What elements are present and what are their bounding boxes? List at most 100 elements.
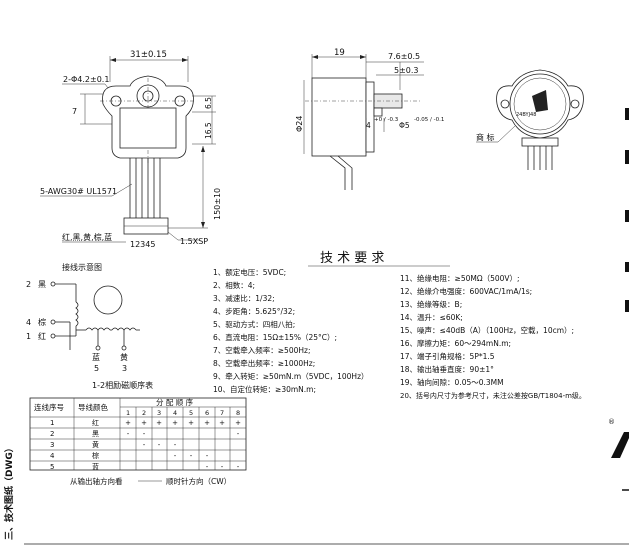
spec-item: 13、绝缘等级：B; bbox=[400, 299, 462, 309]
table-row-no: 1 bbox=[50, 419, 54, 427]
sequence-caption: 1-2相励磁顺序表 bbox=[92, 380, 153, 390]
label-view: 24BYJ48 商 标 bbox=[476, 69, 584, 170]
edge-glyph bbox=[625, 300, 629, 312]
step-headers: 1 2 3 4 5 6 7 8 bbox=[126, 409, 240, 417]
pin-num-2: 1 bbox=[26, 332, 31, 341]
spec-item: 20、括号内尺寸为参考尺寸，未注公差按GB/T1804-m级。 bbox=[400, 391, 586, 400]
sticker-model: 24BYJ48 bbox=[516, 112, 536, 118]
pin-numbers: 12345 bbox=[130, 240, 155, 249]
pin-num-0: 2 bbox=[26, 280, 31, 289]
col-color-header: 导线颜色 bbox=[78, 402, 108, 412]
table-cell: - bbox=[127, 430, 130, 438]
bottom-name-1: 黄 bbox=[120, 352, 128, 362]
dim-left: 7 bbox=[72, 107, 77, 116]
table-cell: - bbox=[190, 452, 193, 460]
spec-item: 5、驱动方式：四相八拍; bbox=[213, 319, 295, 329]
spec-item: 10、自定位转矩：≥30mN.m; bbox=[213, 384, 316, 394]
spec-item: 8、空载牵出频率：≥1000Hz; bbox=[213, 358, 315, 368]
spec-item: 6、直流电阻：15Ω±15%（25°C）; bbox=[213, 332, 337, 342]
pin-name-2: 红 bbox=[38, 331, 46, 341]
edge-glyph bbox=[625, 108, 629, 120]
table-row-color: 黑 bbox=[92, 430, 99, 438]
table-cell: + bbox=[125, 419, 131, 427]
dim-length: 150±10 bbox=[213, 188, 222, 220]
table-cell: + bbox=[219, 419, 225, 427]
specs-left: 1、额定电压：5VDC; 2、相数：4; 3、减速比：1/32; 4、步距角：5… bbox=[213, 267, 369, 394]
edge-glyph bbox=[625, 150, 629, 164]
dim-dia: Φ24 bbox=[295, 116, 304, 132]
step-header: 7 bbox=[220, 409, 224, 417]
col-wire-header: 连线序号 bbox=[34, 402, 64, 412]
table-cell: - bbox=[237, 463, 240, 471]
pin-name-0: 黑 bbox=[38, 280, 46, 289]
table-row-color: 黄 bbox=[92, 440, 99, 449]
table-row-no: 2 bbox=[50, 430, 54, 438]
dim-width: 31±0.15 bbox=[130, 50, 167, 60]
table-cell: - bbox=[143, 441, 146, 449]
table-cell: + bbox=[156, 419, 162, 427]
table-footer-right: 顺时针方向（CW） bbox=[166, 476, 231, 486]
dim-holes: 2-Φ4.2±0.1 bbox=[63, 75, 109, 84]
table-row-color: 棕 bbox=[92, 451, 99, 460]
specs-right: 11、绝缘电阻：≥50MΩ（500V）; 12、绝缘介电强度：600VAC/1m… bbox=[400, 273, 586, 400]
spec-item: 9、牵入转矩：≥50mN.m（5VDC，100Hz） bbox=[213, 371, 369, 381]
dim-shaft-tol: +0 / -0.3 bbox=[374, 117, 399, 123]
table-row-no: 4 bbox=[50, 452, 55, 460]
spec-item: 7、空载牵入频率：≥500Hz; bbox=[213, 345, 310, 355]
spec-item: 19、轴向间隙：0.05～0.3MM bbox=[400, 377, 504, 387]
dim-top: 19 bbox=[334, 48, 345, 58]
bottom-name-0: 蓝 bbox=[92, 352, 100, 362]
spec-item: 2、相数：4; bbox=[213, 280, 255, 290]
spec-item: 11、绝缘电阻：≥50MΩ（500V）; bbox=[400, 273, 520, 283]
table-cell: - bbox=[221, 463, 224, 471]
table-cell: + bbox=[188, 419, 194, 427]
table-row-color: 红 bbox=[92, 418, 99, 427]
table-cell: - bbox=[143, 430, 146, 438]
wire-colors: 红,黑,黄,棕,蓝 bbox=[62, 232, 112, 242]
step-header: 3 bbox=[157, 409, 161, 417]
table-cell: - bbox=[174, 441, 177, 449]
table-cell: + bbox=[235, 419, 241, 427]
table-cell: - bbox=[206, 452, 209, 460]
motor-rotor-icon bbox=[93, 285, 123, 315]
step-header: 4 bbox=[173, 409, 177, 417]
step-header: 6 bbox=[205, 409, 209, 417]
spec-title: 技 术 要 求 bbox=[320, 251, 384, 266]
side-title: 三、技术图纸（DWG） bbox=[3, 443, 15, 540]
wire-spec: 5-AWG30# UL1571 bbox=[40, 187, 117, 196]
table-cell: + bbox=[141, 419, 147, 427]
table-footer-left: 从输出轴方向看 bbox=[70, 476, 123, 486]
spec-item: 3、减速比：1/32; bbox=[213, 293, 275, 303]
spec-item: 14、温升：≤60K; bbox=[400, 313, 463, 322]
side-view: 19 7.6±0.5 5±0.3 Φ24 4 +0 / -0.3 Φ5 -0.0… bbox=[295, 48, 444, 190]
spec-item: 17、端子引角规格：5P*1.5 bbox=[400, 351, 495, 361]
dim-right-mid: 16.5 bbox=[204, 122, 213, 139]
step-header: 5 bbox=[189, 409, 193, 417]
table-row-color: 蓝 bbox=[92, 462, 99, 471]
table-row-no: 3 bbox=[50, 441, 54, 449]
brand-logo-fragment-icon bbox=[611, 432, 629, 458]
pin-name-1: 棕 bbox=[38, 317, 46, 327]
dim-right-top: 6.5 bbox=[204, 97, 213, 109]
wiring-diagram: 接线示意图 2 黑 4 棕 1 红 蓝 5 黄 3 1-2相励磁顺序表 bbox=[26, 262, 153, 390]
label-tag: 商 标 bbox=[476, 132, 495, 142]
wiring-title: 接线示意图 bbox=[62, 262, 102, 272]
dim-shaft-dia-tol: -0.05 / -0.1 bbox=[414, 117, 444, 123]
pin-num-1: 4 bbox=[26, 318, 31, 327]
spec-item: 1、额定电压：5VDC; bbox=[213, 267, 286, 277]
table-cell: + bbox=[204, 419, 210, 427]
table-cell: - bbox=[158, 441, 161, 449]
dim-flat: 5±0.3 bbox=[394, 66, 419, 75]
table-row-no: 5 bbox=[50, 463, 54, 471]
brand-logo-icon bbox=[532, 90, 548, 112]
spec-item: 18、输出轴垂直度：90±1° bbox=[400, 364, 494, 374]
table-cell: - bbox=[206, 463, 209, 471]
spec-item: 16、摩擦力矩：60～294mN.m; bbox=[400, 338, 511, 348]
dim-shaft: 7.6±0.5 bbox=[388, 52, 420, 61]
step-header: 1 bbox=[126, 409, 130, 417]
wire-bundle bbox=[129, 158, 161, 218]
table-cell: - bbox=[237, 430, 240, 438]
bottom-num-1: 3 bbox=[122, 364, 127, 373]
